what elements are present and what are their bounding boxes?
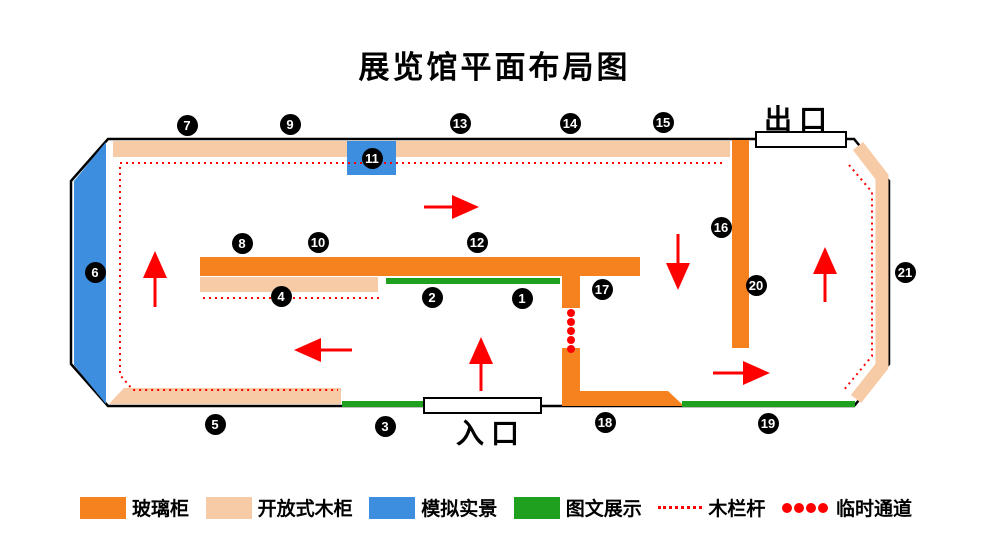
map-marker-11: 11 (361, 147, 383, 169)
legend-label: 开放式木柜 (257, 499, 353, 520)
wood-cabinet-bottom-left (109, 388, 341, 404)
legend-label: 临时通道 (835, 499, 912, 520)
legend-item-graphic-display: 图文展示 (513, 494, 642, 521)
map-marker-16: 16 (710, 216, 732, 238)
map-marker-19: 19 (757, 412, 779, 434)
map-marker-7: 7 (176, 114, 198, 136)
legend-label: 木栏杆 (708, 499, 766, 520)
glass-cabinet-stub-lower (562, 348, 580, 395)
graphic-display-bottom-right (682, 401, 855, 407)
legend-item-glass-cabinet: 玻璃柜 (80, 494, 189, 521)
glass-cabinet-center (200, 257, 640, 276)
legend-label: 模拟实景 (421, 499, 498, 520)
railing-sample-icon (658, 506, 703, 509)
railing-line-right (842, 164, 873, 392)
glass-cabinet-swatch (80, 496, 126, 519)
map-marker-12: 12 (466, 231, 488, 253)
map-marker-13: 13 (449, 112, 471, 134)
map-marker-15: 15 (652, 111, 674, 133)
wood-cabinet-right (850, 142, 889, 404)
exit-label: 出口 (764, 104, 835, 135)
map-marker-5: 5 (204, 413, 226, 435)
entrance-door (423, 397, 542, 414)
glass-cabinet-right-wall (732, 140, 749, 348)
map-marker-8: 8 (231, 232, 253, 254)
glass-cabinet-bottom (562, 391, 684, 406)
legend-item-open-wood-cabinet: 开放式木柜 (205, 494, 353, 521)
passage-dots-icon (781, 502, 830, 513)
legend: 玻璃柜 开放式木柜 模拟实景 图文展示 木栏杆 临时通道 (80, 494, 912, 521)
glass-cabinet-stub-upper (562, 276, 580, 308)
graphic-display-bottom-left (342, 401, 428, 407)
legend-item-temporary-passage: 临时通道 (781, 494, 912, 521)
map-marker-2: 2 (421, 286, 443, 308)
exit-door (755, 131, 847, 148)
graphic-display-center (386, 278, 560, 284)
legend-label: 玻璃柜 (132, 499, 190, 520)
wood-cabinet-under-center (200, 277, 378, 292)
legend-item-simulated-scene: 模拟实景 (369, 494, 497, 521)
map-marker-17: 17 (591, 278, 613, 300)
legend-label: 图文展示 (565, 499, 642, 520)
map-marker-10: 10 (307, 231, 329, 253)
legend-item-wooden-railing: 木栏杆 (658, 494, 765, 521)
page-title: 展览馆平面布局图 (358, 50, 631, 85)
map-marker-20: 20 (745, 274, 767, 296)
map-marker-1: 1 (511, 287, 533, 309)
temporary-passage-dots (567, 309, 575, 353)
map-marker-3: 3 (374, 415, 396, 437)
map-marker-9: 9 (279, 113, 301, 135)
map-marker-6: 6 (84, 261, 106, 283)
simulated-scene-swatch (369, 496, 416, 519)
map-marker-4: 4 (270, 285, 292, 307)
map-marker-14: 14 (559, 112, 581, 134)
graphic-display-swatch (513, 496, 560, 519)
map-marker-18: 18 (594, 411, 616, 433)
map-marker-21: 21 (894, 261, 916, 283)
wood-cabinet-top (113, 141, 730, 157)
entrance-label: 入口 (456, 418, 527, 449)
wood-cabinet-swatch (205, 496, 252, 519)
